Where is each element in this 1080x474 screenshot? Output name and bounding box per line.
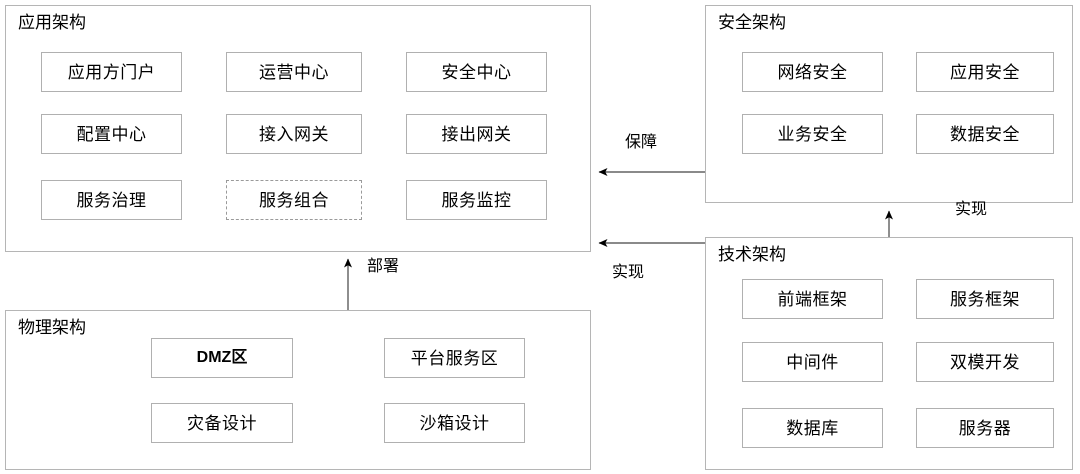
node-dual-mode-development[interactable]: 双模开发: [916, 342, 1054, 382]
node-service-composition[interactable]: 服务组合: [226, 180, 362, 220]
group-title-physical-architecture: 物理架构: [18, 318, 86, 337]
node-application-security[interactable]: 应用安全: [916, 52, 1054, 92]
node-service-framework[interactable]: 服务框架: [916, 279, 1054, 319]
node-sandbox-design[interactable]: 沙箱设计: [384, 403, 525, 443]
node-security-center[interactable]: 安全中心: [406, 52, 547, 92]
group-title-security-architecture: 安全架构: [718, 13, 786, 32]
node-service-monitoring[interactable]: 服务监控: [406, 180, 547, 220]
node-ingress-gateway[interactable]: 接入网关: [226, 114, 362, 154]
group-technical-architecture[interactable]: 技术架构 前端框架 服务框架 中间件 双模开发 数据库 服务器: [705, 237, 1073, 470]
group-security-architecture[interactable]: 安全架构 网络安全 应用安全 业务安全 数据安全: [705, 5, 1073, 203]
node-operation-center[interactable]: 运营中心: [226, 52, 362, 92]
node-data-security[interactable]: 数据安全: [916, 114, 1054, 154]
node-server[interactable]: 服务器: [916, 408, 1054, 448]
edge-label-technical-to-application: 实现: [612, 264, 645, 281]
node-platform-service-zone[interactable]: 平台服务区: [384, 338, 525, 378]
node-network-security[interactable]: 网络安全: [742, 52, 883, 92]
edge-label-physical-to-application: 部署: [367, 258, 400, 275]
edge-label-technical-to-security: 实现: [955, 201, 988, 218]
group-title-technical-architecture: 技术架构: [718, 245, 786, 264]
node-disaster-recovery-design[interactable]: 灾备设计: [151, 403, 293, 443]
node-dmz-zone[interactable]: DMZ区: [151, 338, 293, 378]
node-service-governance[interactable]: 服务治理: [41, 180, 182, 220]
node-middleware[interactable]: 中间件: [742, 342, 883, 382]
node-business-security[interactable]: 业务安全: [742, 114, 883, 154]
group-title-application-architecture: 应用架构: [18, 13, 86, 32]
node-application-portal[interactable]: 应用方门户: [41, 52, 182, 92]
node-database[interactable]: 数据库: [742, 408, 883, 448]
node-frontend-framework[interactable]: 前端框架: [742, 279, 883, 319]
node-egress-gateway[interactable]: 接出网关: [406, 114, 547, 154]
group-application-architecture[interactable]: 应用架构 应用方门户 运营中心 安全中心 配置中心 接入网关 接出网关 服务治理…: [5, 5, 591, 252]
group-physical-architecture[interactable]: 物理架构 DMZ区 平台服务区 灾备设计 沙箱设计: [5, 310, 591, 470]
edge-label-security-to-application: 保障: [625, 134, 658, 151]
node-config-center[interactable]: 配置中心: [41, 114, 182, 154]
